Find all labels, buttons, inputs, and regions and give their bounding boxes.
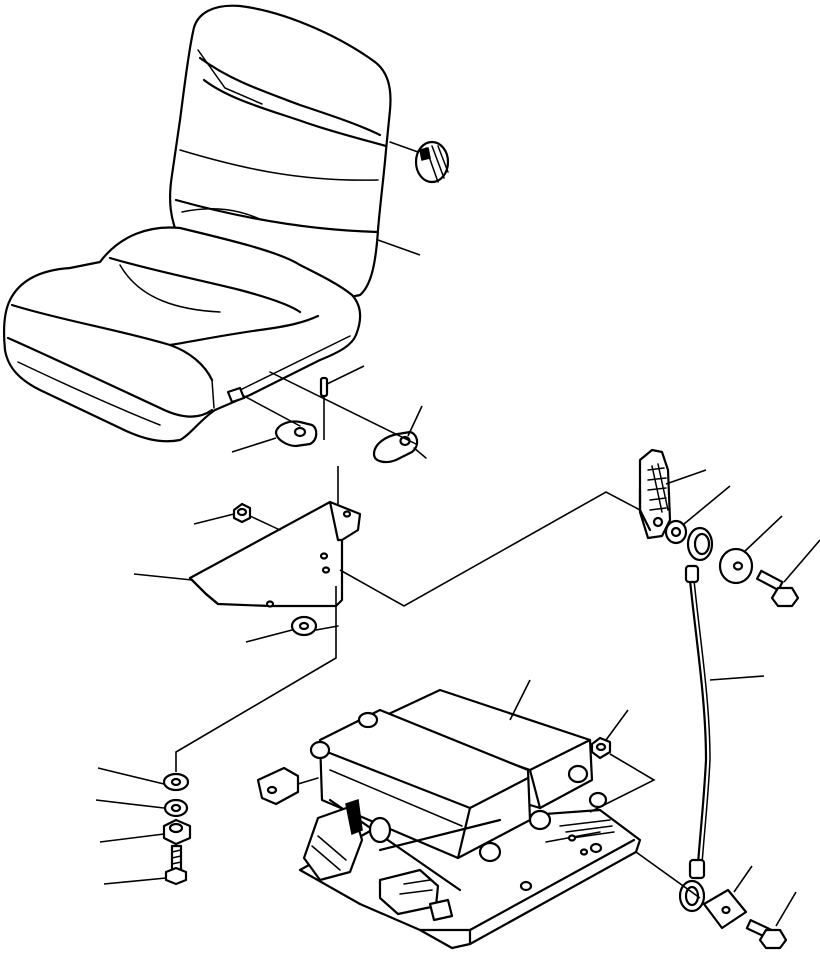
washer-stack-1 — [162, 772, 190, 792]
leader-washer-2 — [95, 799, 165, 809]
recline-knob — [389, 140, 450, 184]
wire-cable — [678, 564, 711, 913]
leader-nut-suspension — [605, 709, 629, 741]
leader-plain-washer — [743, 515, 783, 553]
washer-bracket — [290, 615, 318, 637]
pin — [319, 376, 329, 398]
leader-lever-plate — [665, 469, 707, 485]
bolt-lower-left — [164, 844, 188, 886]
leader-nut-to-base — [589, 753, 656, 813]
plain-washer — [718, 547, 754, 585]
spring-washer — [686, 526, 714, 562]
leader-suspension — [509, 679, 531, 721]
leader-bracket — [133, 573, 193, 581]
leader-bracket-to-lever — [339, 491, 641, 607]
seat-hook-left — [226, 386, 318, 448]
seat-backrest — [168, 4, 392, 299]
leader-hook-right — [407, 405, 423, 437]
leader-bolt-lower-right — [775, 891, 797, 927]
leader-bracket-to-washers — [175, 586, 337, 772]
seat-cushion — [2, 226, 362, 443]
washer-stack-2 — [163, 798, 189, 818]
suspension-unit — [256, 688, 642, 950]
lever-plate — [638, 448, 672, 540]
leader-bolt-upper-right — [783, 539, 820, 583]
bolt-upper-right — [755, 569, 800, 608]
leader-washer-bracket — [245, 629, 293, 643]
leader-backrest — [377, 239, 421, 256]
leader-wire — [709, 675, 765, 681]
bolt-lower-right — [745, 919, 788, 950]
nut-upper — [232, 502, 252, 524]
leader-wire-base — [635, 851, 701, 899]
plate-lower — [702, 888, 748, 930]
collar — [664, 519, 688, 545]
nut-suspension — [590, 736, 612, 760]
leader-collar — [683, 485, 731, 525]
leader-hook-left — [231, 437, 277, 453]
leader-bolt-lower-left — [103, 877, 167, 885]
leader-plate-lower — [733, 865, 753, 893]
seat-hook-right — [372, 430, 419, 464]
leader-nut-upper — [193, 513, 235, 525]
leader-pin — [326, 365, 365, 385]
washer-stack-3 — [162, 818, 192, 846]
leader-washer-1 — [97, 767, 165, 785]
leader-washer-3 — [99, 833, 165, 843]
mounting-bracket — [188, 500, 362, 608]
